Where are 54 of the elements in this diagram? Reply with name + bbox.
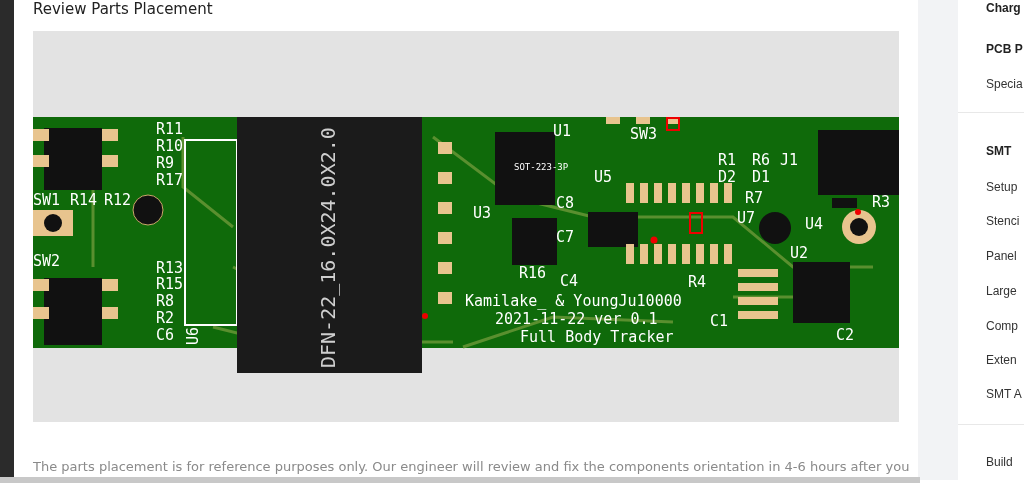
- sidebar-item: Setup: [986, 181, 1018, 193]
- sidebar-item: SMT A: [986, 388, 1022, 400]
- sidebar-item: Large: [986, 285, 1017, 297]
- silkscreen-label: U4: [805, 217, 824, 232]
- silkscreen-label: SW2: [33, 254, 61, 269]
- silkscreen-label: U6: [186, 326, 201, 345]
- silkscreen-label: D1: [752, 170, 771, 185]
- silkscreen-label: C7: [556, 230, 575, 245]
- sidebar-item: Specia: [986, 78, 1023, 90]
- silkscreen-label: R16: [519, 266, 547, 281]
- silkscreen-label: C4: [560, 274, 579, 289]
- sidebar-item: Exten: [986, 354, 1017, 366]
- component-marking: DFN-22_16.0X24.0X2.0: [318, 127, 338, 368]
- silkscreen-label: R12: [104, 193, 132, 208]
- silkscreen-label: C6: [156, 328, 175, 343]
- sidebar-item: Stenci: [986, 215, 1020, 227]
- silkscreen-label: 2021-11-22 ver 0.1: [495, 312, 658, 327]
- silkscreen-label: U7: [737, 211, 756, 226]
- section-title: Review Parts Placement: [33, 0, 213, 18]
- sidebar-heading: SMT: [986, 145, 1012, 157]
- silkscreen-label: J1: [780, 153, 799, 168]
- silkscreen-label: R3: [872, 195, 891, 210]
- silkscreen-label: U1: [553, 124, 572, 139]
- silkscreen-label: R14: [70, 193, 98, 208]
- silkscreen-label: R15: [156, 277, 184, 292]
- silkscreen-label: SW3: [630, 127, 658, 142]
- silkscreen-label: D2: [718, 170, 737, 185]
- silkscreen-label: R11: [156, 122, 184, 137]
- sidebar-heading: Charg: [986, 2, 1021, 14]
- silkscreen-label: U2: [790, 246, 809, 261]
- silkscreen-label: C8: [556, 196, 575, 211]
- silkscreen-label: R1: [718, 153, 737, 168]
- silkscreen-label: R4: [688, 275, 707, 290]
- silkscreen-label: Full Body Tracker: [520, 330, 674, 345]
- silkscreen-label: SW1: [33, 193, 61, 208]
- silkscreen-label: R10: [156, 139, 184, 154]
- silkscreen-label: R7: [745, 191, 764, 206]
- silkscreen-label: U5: [594, 170, 613, 185]
- sidebar-item: Build: [986, 456, 1013, 468]
- silkscreen-label: R8: [156, 294, 175, 309]
- sidebar-heading: PCB P: [986, 43, 1023, 55]
- sidebar-item: Panel: [986, 250, 1017, 262]
- silkscreen-label: R17: [156, 173, 184, 188]
- silkscreen-label: Kamilake_ & YoungJu10000: [465, 294, 682, 309]
- silkscreen-label: R6: [752, 153, 771, 168]
- sidebar-item: Comp: [986, 320, 1018, 332]
- silkscreen-label: R13: [156, 261, 184, 276]
- note-text: The parts placement is for reference purposes only. Our engineer will review and fix the components orientation in 4-6 hours after you: [33, 459, 910, 475]
- silkscreen-label: U3: [473, 206, 492, 221]
- silkscreen-label: R2: [156, 311, 175, 326]
- silkscreen-label: C2: [836, 328, 855, 343]
- silkscreen-label: C1: [710, 314, 729, 329]
- silkscreen-label: SOT-223-3P: [514, 163, 569, 172]
- silkscreen-label: R9: [156, 156, 175, 171]
